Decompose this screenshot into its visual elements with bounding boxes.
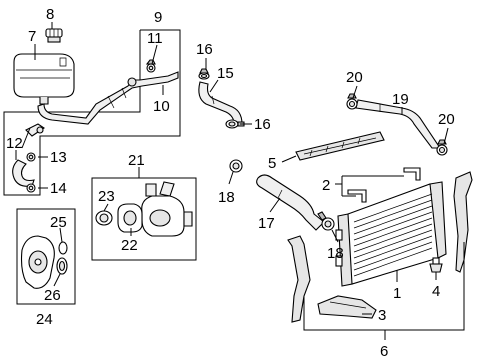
callout-23: 23 (98, 188, 115, 205)
callout-10: 10 (153, 98, 170, 115)
thermostat-housing (141, 181, 193, 237)
group-box-24 (16, 208, 76, 305)
radiator-drain-plug (429, 257, 443, 273)
callout-8: 8 (46, 6, 54, 23)
radiator-air-seal (295, 131, 385, 161)
radiator (335, 181, 447, 287)
callout-12: 12 (6, 135, 23, 152)
water-pump-gasket-25 (58, 241, 68, 255)
callout-20a: 20 (346, 69, 363, 86)
hose-clamp-16-lower (225, 119, 245, 129)
reservoir-cap (45, 28, 63, 43)
callout-6: 6 (380, 343, 388, 360)
water-pump-gasket-26 (56, 257, 68, 275)
radiator-lower-deflector (317, 295, 377, 319)
callout-22: 22 (121, 237, 138, 254)
callout-5: 5 (268, 155, 276, 172)
callout-labels: 1 2 3 4 5 6 7 8 9 10 11 12 13 14 15 16 1… (6, 6, 455, 360)
callout-3: 3 (378, 307, 386, 324)
reservoir-hose-assembly (12, 71, 179, 187)
radiator-side-baffle-left (287, 235, 311, 323)
callout-13: 13 (50, 149, 67, 166)
radiator-mount-bracket-lower (347, 189, 367, 203)
hose-clamp-18-right (317, 211, 335, 231)
callout-16b: 16 (254, 116, 271, 133)
hose-clamp-18-left (229, 159, 243, 173)
callout-11: 11 (147, 30, 163, 47)
radiator-side-baffle-right (453, 171, 473, 273)
group-box-21 (91, 177, 197, 261)
leader-lines (15, 22, 465, 340)
callout-21: 21 (128, 152, 145, 169)
callout-15: 15 (217, 65, 234, 82)
thermostat-gasket (117, 203, 143, 233)
hose-clamp-14 (26, 183, 36, 193)
hose-clamp-16-upper (198, 68, 210, 80)
thermostat (95, 210, 113, 226)
callout-25: 25 (50, 214, 67, 231)
callout-4: 4 (432, 283, 440, 300)
callout-14: 14 (50, 180, 67, 197)
coolant-reservoir (13, 53, 75, 105)
callout-16a: 16 (196, 41, 213, 58)
callout-9: 9 (154, 9, 162, 26)
hose-clamp-20-left (346, 93, 358, 110)
callout-18a: 18 (218, 189, 235, 206)
callout-1: 1 (393, 285, 401, 302)
callout-19: 19 (392, 91, 409, 108)
hose-clamp-20-right (436, 139, 448, 156)
callout-24: 24 (36, 311, 53, 328)
callout-17: 17 (258, 215, 275, 232)
hose-clamp-13 (26, 152, 36, 162)
upper-radiator-hose (198, 81, 243, 125)
callout-18b: 18 (327, 245, 344, 262)
callout-26: 26 (44, 287, 61, 304)
lower-radiator-hose (256, 174, 325, 231)
callout-7: 7 (28, 28, 36, 45)
hose-clamp-11 (145, 59, 156, 73)
callout-20b: 20 (438, 111, 455, 128)
radiator-mount-bracket-upper (403, 167, 421, 181)
callout-2: 2 (322, 177, 330, 194)
water-pump (20, 235, 55, 289)
